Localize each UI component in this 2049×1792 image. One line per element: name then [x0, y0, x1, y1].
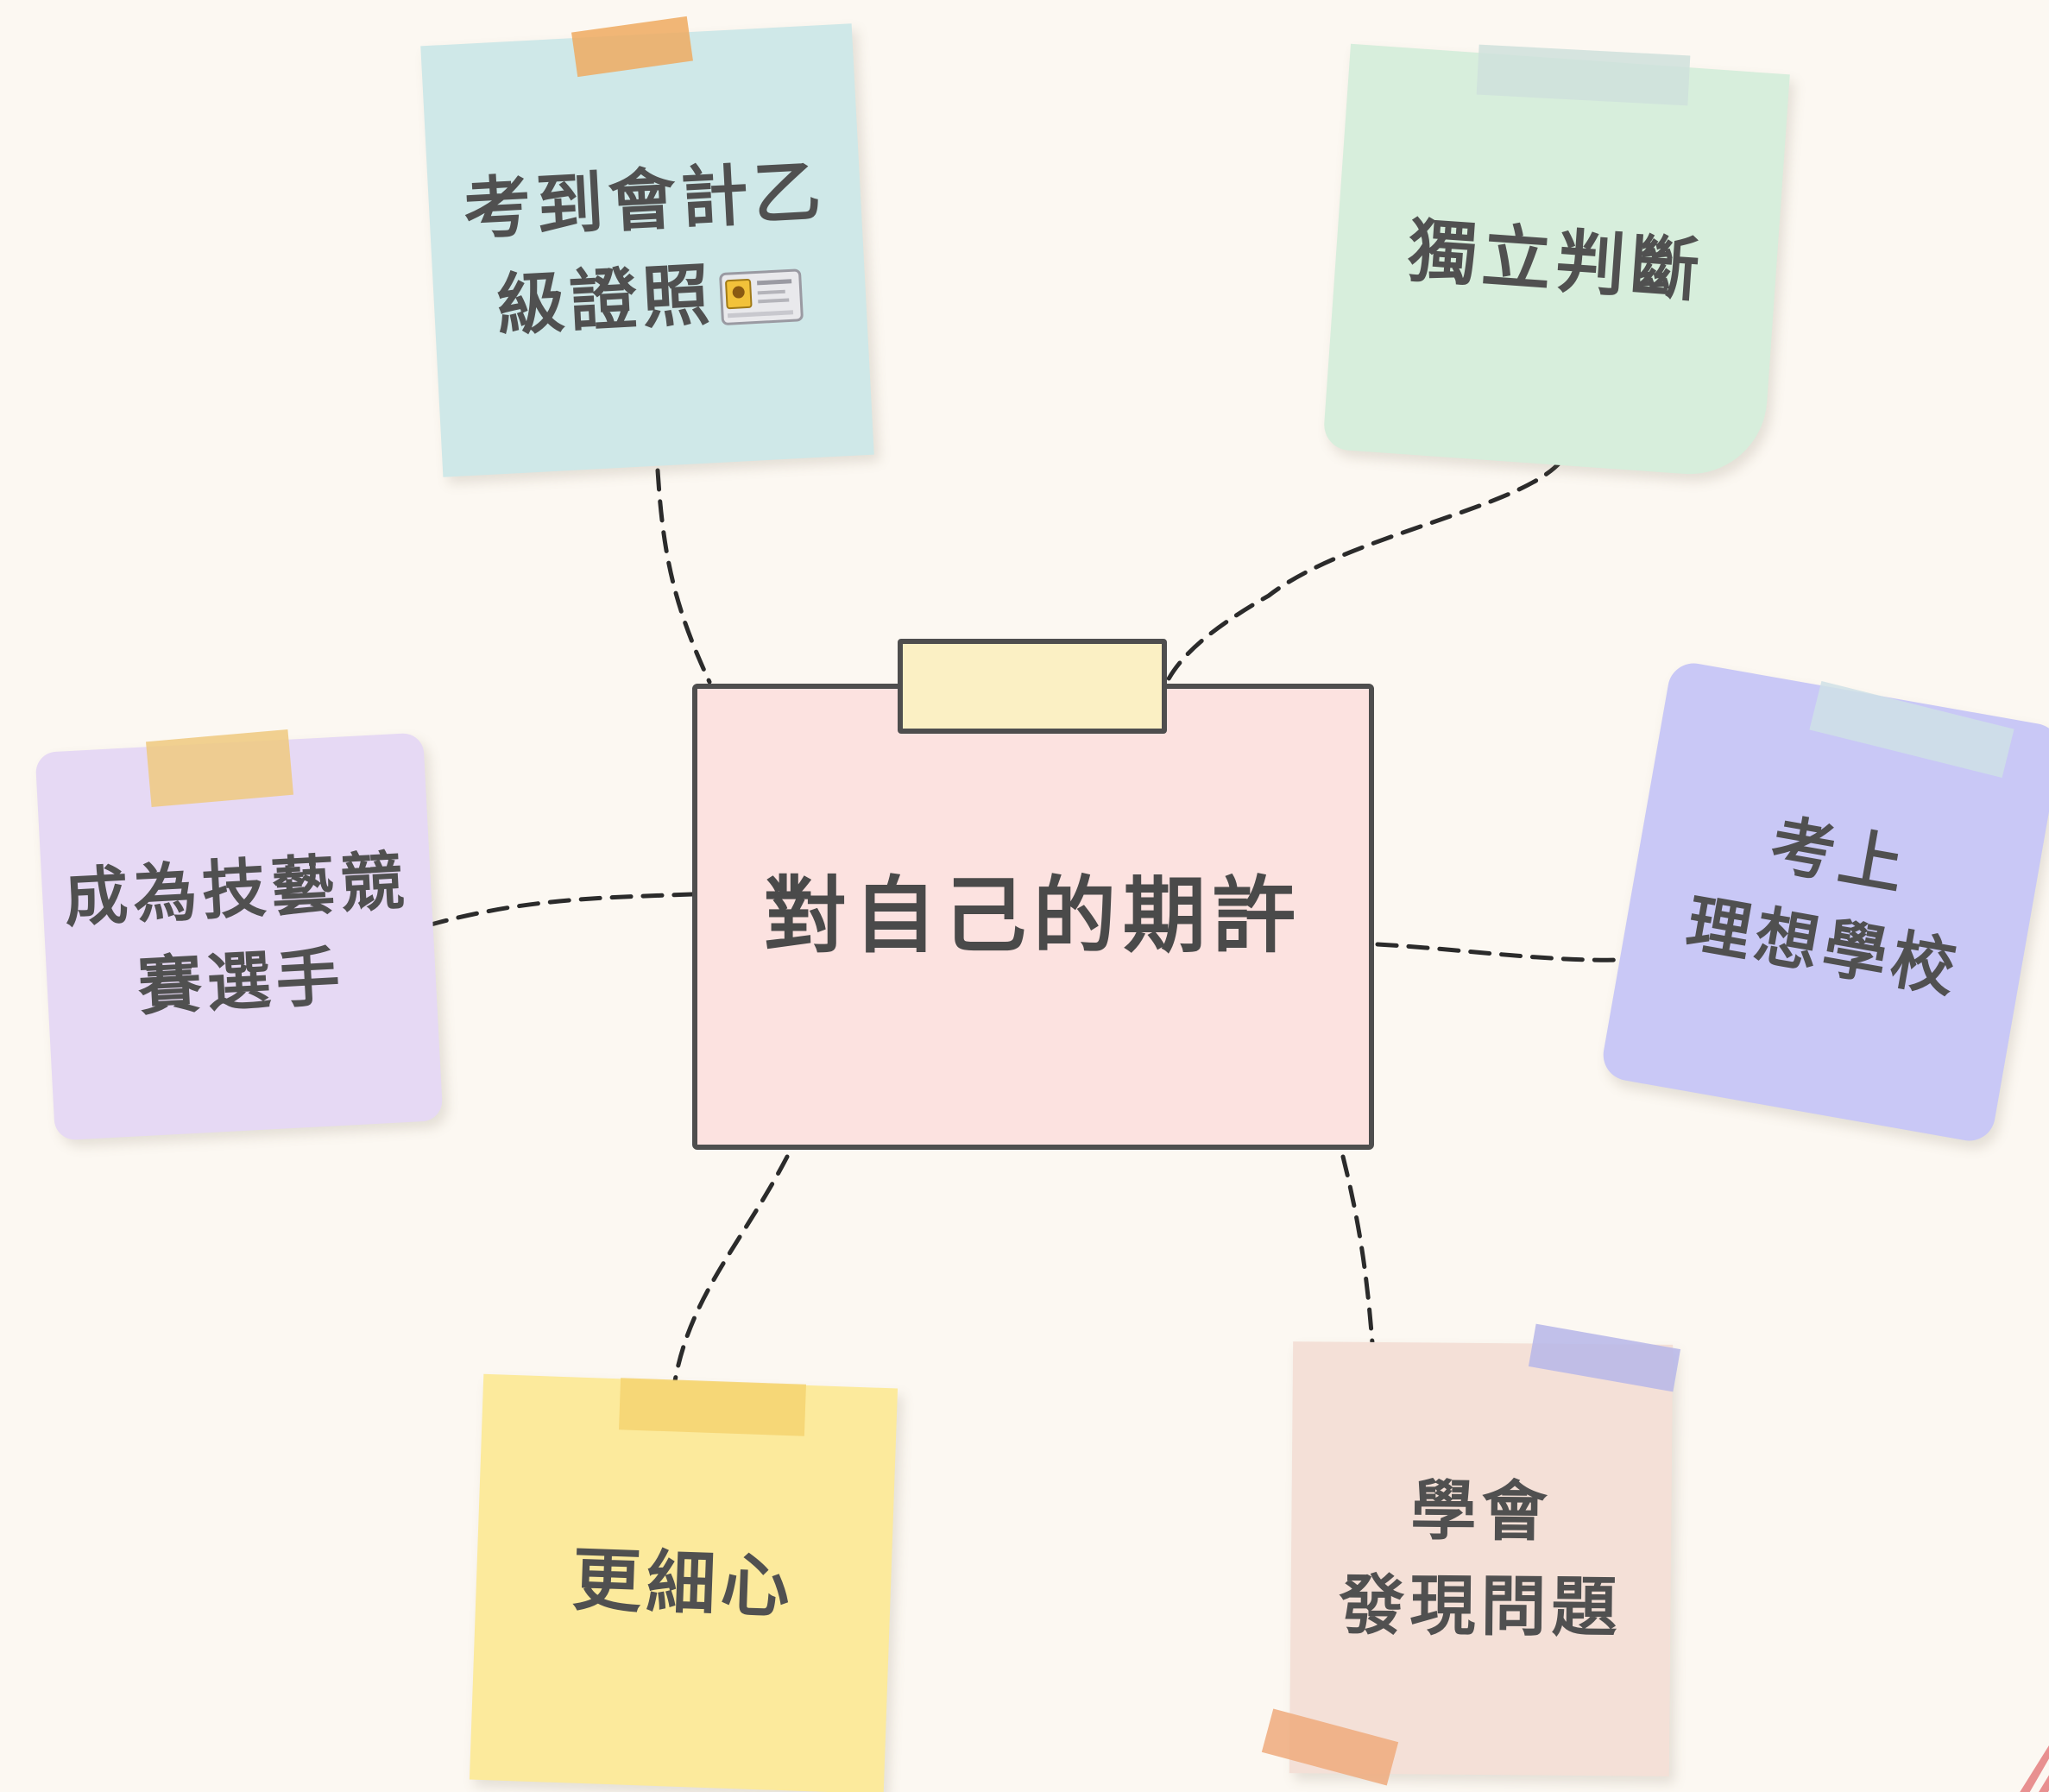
- note-judgment-text: 獨立判斷: [1404, 201, 1707, 322]
- corner-decoration: [2020, 1745, 2049, 1792]
- note-problems-line-1: 學會: [1410, 1472, 1553, 1550]
- center-tape: [898, 639, 1167, 734]
- note-careful-text: 更細心: [571, 1530, 797, 1638]
- note-accounting-line-1: 考到會計乙: [461, 153, 829, 249]
- note-accounting-line-2: 級證照: [495, 256, 717, 346]
- note-careful-line-1: 更細心: [571, 1539, 797, 1628]
- tape-competitor: [146, 729, 293, 808]
- connector-judgment: [1164, 459, 1563, 685]
- note-problems-text: 學會 發現問題: [1339, 1462, 1623, 1655]
- note-problems-line-2: 發現問題: [1339, 1566, 1623, 1646]
- tape-careful: [619, 1378, 806, 1436]
- note-finding-problems: 學會 發現問題: [1289, 1341, 1674, 1776]
- note-competitor-line-1: 成為技藝競: [62, 843, 412, 937]
- note-more-careful: 更細心: [469, 1373, 898, 1792]
- note-competitor-line-2: 賽選手: [136, 939, 347, 1025]
- connector-careful: [672, 1154, 790, 1384]
- note-accounting-line-2-row: 級證照: [466, 241, 833, 357]
- note-independent-judgment: 獨立判斷: [1322, 43, 1790, 480]
- note-judgment-line-1: 獨立判斷: [1405, 211, 1707, 312]
- connector-problems: [1340, 1154, 1375, 1346]
- note-accounting-certificate: 考到會計乙 級證照: [420, 23, 874, 477]
- connector-competitor: [426, 892, 695, 928]
- connector-school: [1375, 942, 1625, 962]
- license-card-icon: [719, 268, 804, 325]
- note-accounting-text: 考到會計乙 級證照: [461, 143, 833, 357]
- connector-accounting: [655, 468, 712, 685]
- center-card: 對自己的期許: [692, 684, 1374, 1150]
- note-school-text: 考上 理想學校: [1680, 787, 1983, 1018]
- note-competitor-text: 成為技藝競 賽選手: [62, 835, 417, 1038]
- center-title: 對自己的期許: [764, 868, 1302, 965]
